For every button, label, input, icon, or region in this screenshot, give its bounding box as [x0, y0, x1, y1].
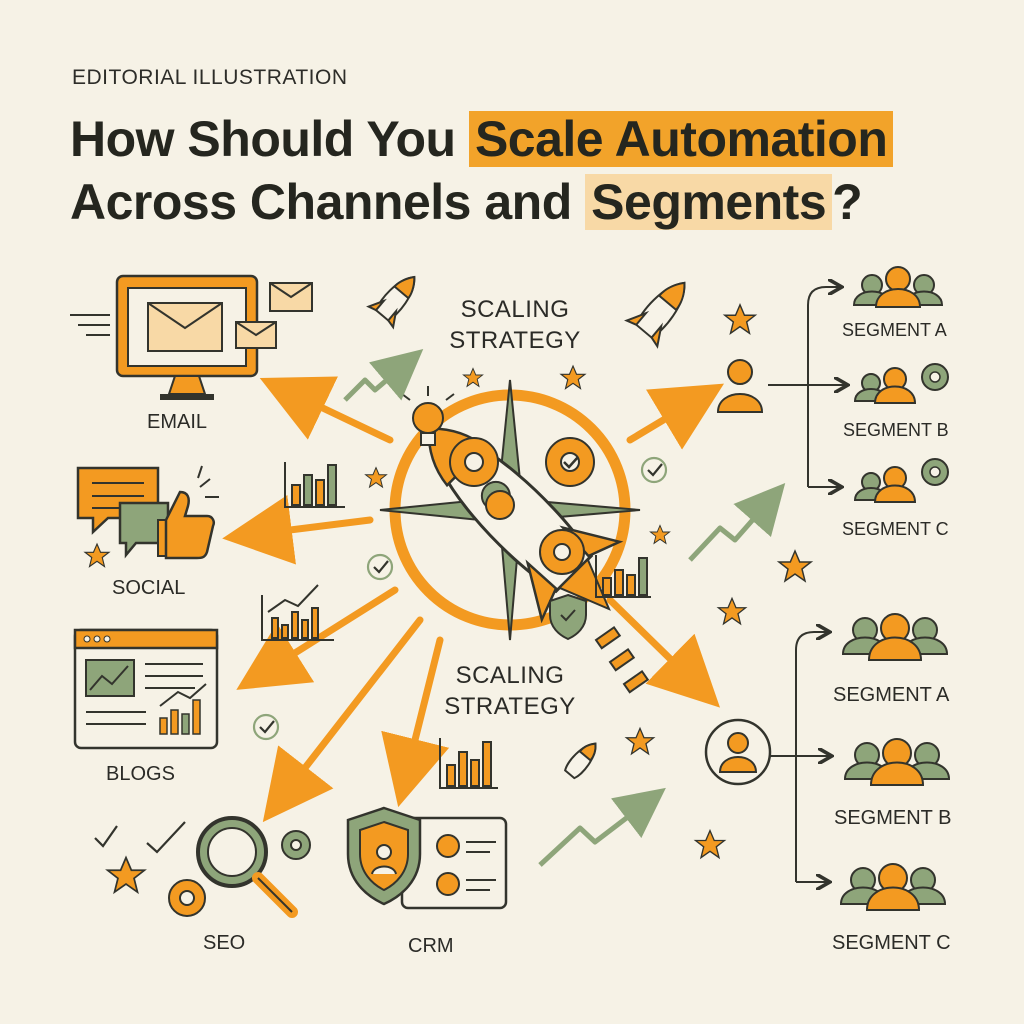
bar-chart-icon [595, 555, 651, 598]
title-part-2: Across Channels and [70, 174, 586, 230]
seo-magnifier-icon [168, 816, 311, 918]
segment-group-icon [853, 458, 949, 503]
trend-arrows [343, 349, 786, 867]
channel-label-email: EMAIL [147, 411, 208, 433]
segment-label-bottom-c: SEGMENT C [832, 932, 951, 954]
lightbulb-icon [401, 386, 455, 446]
kicker-label: EDITORIAL ILLUSTRATION [72, 66, 348, 89]
bar-chart-icon [284, 462, 345, 508]
segment-group-icon [843, 738, 951, 786]
page-title: How Should You Scale Automation Across C… [70, 108, 894, 234]
title-end: ? [832, 174, 863, 230]
channel-label-seo: SEO [203, 932, 246, 954]
email-icon [70, 274, 313, 400]
user-icon-bottom [704, 718, 772, 786]
segment-label-top-b: SEGMENT B [843, 420, 949, 440]
center-label-top-line2: STRATEGY [449, 327, 581, 354]
segment-connectors-bottom [770, 632, 830, 882]
center-label-top: SCALING STRATEGY [437, 294, 593, 356]
segment-label-top-c: SEGMENT C [842, 519, 949, 539]
center-label-bottom-line1: SCALING [455, 662, 565, 689]
central-rocket-icon [379, 379, 641, 641]
segment-label-top-a: SEGMENT A [842, 320, 947, 340]
blog-icon [73, 628, 219, 750]
social-icon [76, 465, 219, 560]
segment-group-icon [852, 266, 944, 308]
channel-label-social: SOCIAL [112, 577, 186, 599]
star-icons [83, 302, 814, 895]
crm-icon [346, 806, 508, 910]
center-label-bottom: SCALING STRATEGY [432, 660, 588, 722]
title-part-1: How Should You [70, 111, 469, 167]
rocket-icon-top-left [366, 275, 416, 330]
bar-chart-icon [439, 738, 498, 789]
channel-label-blogs: BLOGS [106, 763, 175, 785]
user-icon-top [716, 359, 764, 413]
title-highlight-2: Segments [585, 174, 833, 230]
channel-label-crm: CRM [408, 935, 454, 957]
rocket-icon-top-right [624, 281, 686, 349]
segment-group-icon [841, 613, 949, 661]
center-label-top-line1: SCALING [460, 296, 570, 323]
shield-check-icon [549, 593, 587, 641]
segment-label-bottom-b: SEGMENT B [834, 807, 952, 829]
channel-arrows [222, 376, 725, 823]
line-chart-icon [261, 584, 334, 641]
segment-group-icon [839, 863, 947, 911]
segment-connectors-top [768, 287, 846, 487]
check-icons [94, 456, 668, 854]
rocket-icon-bottom [564, 742, 597, 780]
segment-group-icon [853, 363, 949, 404]
center-label-bottom-line2: STRATEGY [444, 693, 576, 720]
bar-chart-icon [594, 625, 650, 694]
title-highlight-1: Scale Automation [468, 111, 894, 167]
segment-label-bottom-a: SEGMENT A [833, 684, 950, 706]
